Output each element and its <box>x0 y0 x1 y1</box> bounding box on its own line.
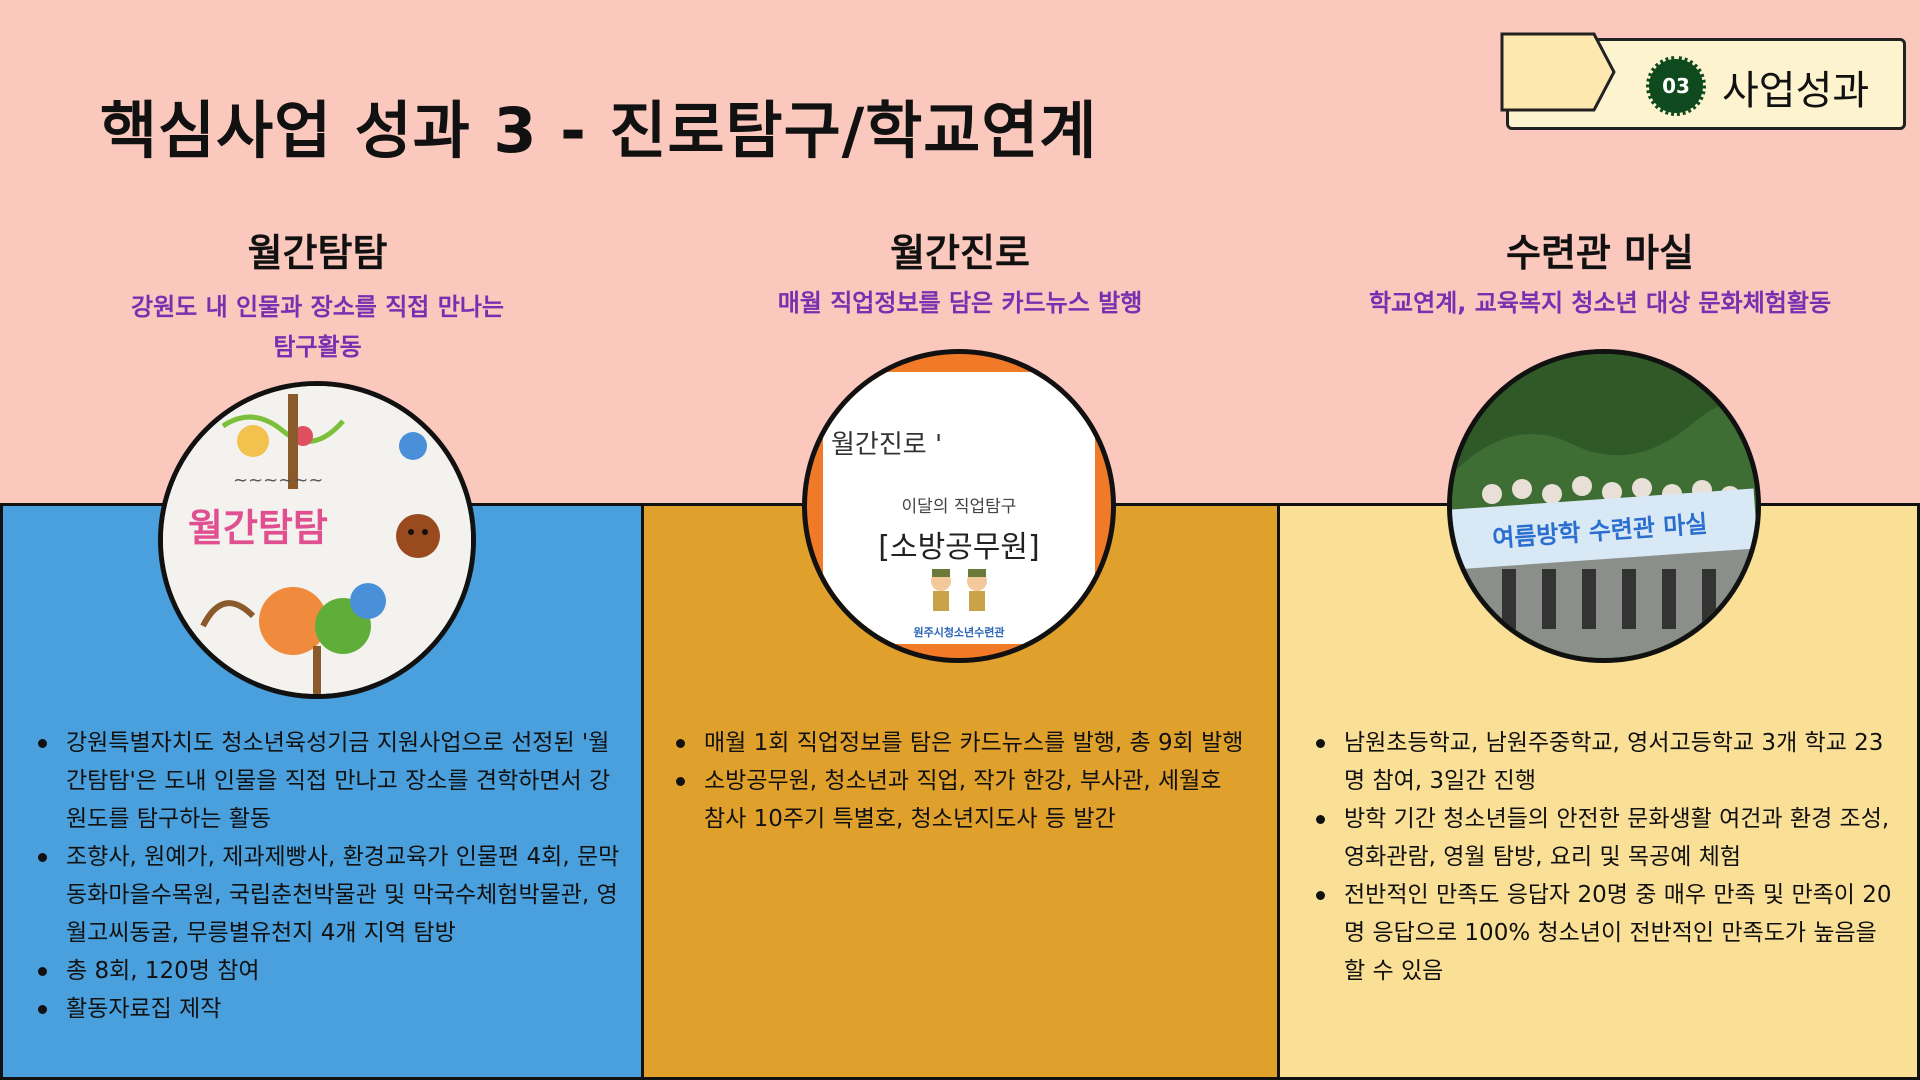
drawing-text: 월간탐탐 <box>188 506 328 550</box>
list-item: 전반적인 만족도 응답자 20명 중 매우 만족 및 만족이 20명 응답으로 … <box>1308 876 1898 990</box>
bullet-list-3: 남원초등학교, 남원주중학교, 영서고등학교 3개 학교 23명 참여, 3일간… <box>1308 724 1898 990</box>
drawing-illustration: 월간탐탐 ~~~~~~ <box>163 386 471 694</box>
column-subtitle: 강원도 내 인물과 장소를 직접 만나는 탐구활동 <box>60 287 575 367</box>
list-item: 방학 기간 청소년들의 안전한 문화생활 여건과 환경 조성, 영화관람, 영월… <box>1308 800 1898 876</box>
subtitle-line: 강원도 내 인물과 장소를 직접 만나는 <box>131 293 504 321</box>
bullet-list-1: 강원특별자치도 청소년육성기금 지원사업으로 선정된 '월간탐탐'은 도내 인물… <box>30 724 620 1028</box>
firefighter-icon <box>931 569 987 611</box>
column-header-1: 월간탐탐 강원도 내 인물과 장소를 직접 만나는 탐구활동 <box>60 222 575 367</box>
arrow-tab-icon <box>1500 32 1616 112</box>
list-item: 매월 1회 직업정보를 탐은 카드뉴스를 발행, 총 9회 발행 <box>668 724 1248 762</box>
group-photo: 여름방학 수련관 마실 <box>1447 349 1761 663</box>
column-title: 월간탐탐 <box>247 231 388 275</box>
list-item: 소방공무원, 청소년과 직업, 작가 한강, 부사관, 세월호 참사 10주기 … <box>668 762 1248 838</box>
column-title: 수련관 마실 <box>1505 231 1695 275</box>
list-item: 조향사, 원예가, 제과제빵사, 환경교육가 인물편 4회, 문막 동화마을수목… <box>30 838 620 952</box>
group-photo-illustration: 여름방학 수련관 마실 <box>1452 354 1756 658</box>
list-item: 활동자료집 제작 <box>30 990 620 1028</box>
badge-number: 03 <box>1646 56 1706 116</box>
drawing-photo: 월간탐탐 ~~~~~~ <box>158 381 476 699</box>
subtitle-line: 탐구활동 <box>273 333 362 361</box>
svg-text:~~~~~~: ~~~~~~ <box>233 470 324 491</box>
column-subtitle: 매월 직업정보를 담은 카드뉴스 발행 <box>777 289 1143 317</box>
list-item: 총 8회, 120명 참여 <box>30 952 620 990</box>
card-caption: 이달의 직업탐구 <box>901 497 1017 517</box>
column-title: 월간진로 <box>890 231 1030 275</box>
section-badge: 03 사업성과 <box>1498 30 1912 130</box>
card-news-image: 월간진로 ' 이달의 직업탐구 [소방공무원] 원주시청소년수련관 <box>802 349 1116 663</box>
card-title: 월간진로 ' <box>831 430 943 460</box>
column-header-2: 월간진로 매월 직업정보를 담은 카드뉴스 발행 <box>660 222 1260 323</box>
column-header-3: 수련관 마실 학교연계, 교육복지 청소년 대상 문화체험활동 <box>1300 222 1900 323</box>
card-job: [소방공무원] <box>878 530 1040 565</box>
column-subtitle: 학교연계, 교육복지 청소년 대상 문화체험활동 <box>1368 289 1832 317</box>
card-org: 원주시청소년수련관 <box>913 626 1005 639</box>
card-news-page: 월간진로 ' 이달의 직업탐구 [소방공무원] 원주시청소년수련관 <box>823 372 1095 644</box>
list-item: 강원특별자치도 청소년육성기금 지원사업으로 선정된 '월간탐탐'은 도내 인물… <box>30 724 620 838</box>
badge-label: 사업성과 <box>1722 68 1870 114</box>
list-item: 남원초등학교, 남원주중학교, 영서고등학교 3개 학교 23명 참여, 3일간… <box>1308 724 1898 800</box>
page-title: 핵심사업 성과 3 - 진로탐구/학교연계 <box>100 94 1098 167</box>
bullet-list-2: 매월 1회 직업정보를 탐은 카드뉴스를 발행, 총 9회 발행 소방공무원, … <box>668 724 1248 838</box>
